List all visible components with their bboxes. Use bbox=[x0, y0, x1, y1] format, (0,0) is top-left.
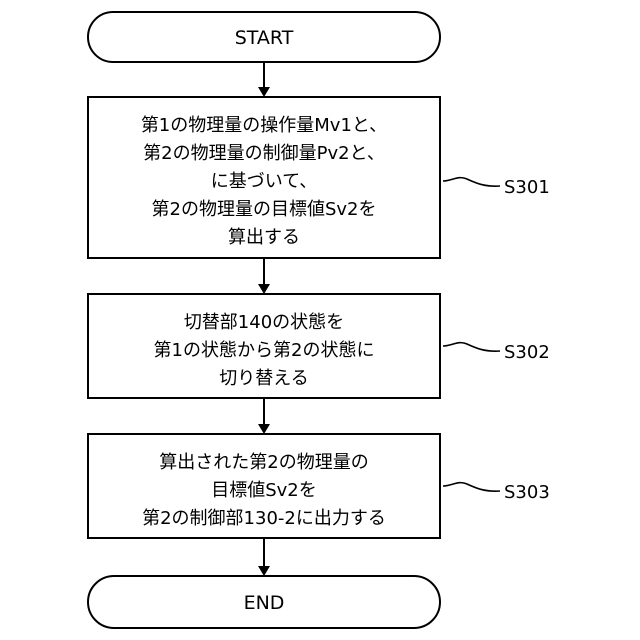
step-label-s303-group: S303 bbox=[443, 482, 550, 503]
s301-text-line-2: 第2の物理量の制御量Pv2と、 bbox=[143, 143, 385, 164]
process-box-s302: 切替部140の状態を 第1の状態から第2の状態に 切り替える bbox=[88, 294, 440, 398]
step-label-s302: S302 bbox=[504, 342, 550, 363]
step-label-s301: S301 bbox=[504, 177, 550, 198]
step-label-s302-group: S302 bbox=[443, 342, 550, 363]
s302-text-line-1: 切替部140の状態を bbox=[184, 312, 344, 333]
s301-text-line-3: に基づいて、 bbox=[211, 171, 318, 192]
connector-s303-to-end bbox=[258, 538, 270, 576]
s301-text-line-5: 算出する bbox=[228, 227, 300, 248]
connector-s302-to-s303 bbox=[258, 398, 270, 434]
step-label-s301-group: S301 bbox=[443, 177, 550, 198]
start-label: START bbox=[235, 27, 294, 49]
process-box-s303: 算出された第2の物理量の 目標値Sv2を 第2の制御部130-2に出力する bbox=[88, 434, 440, 538]
leader-line-s301 bbox=[443, 178, 500, 187]
connector-s301-to-s302 bbox=[258, 258, 270, 294]
s301-text-line-1: 第1の物理量の操作量Mv1と、 bbox=[141, 115, 387, 136]
leader-line-s302 bbox=[443, 343, 500, 352]
start-terminal: START bbox=[88, 12, 440, 62]
end-label: END bbox=[244, 592, 285, 614]
s301-text-line-4: 第2の物理量の目標値Sv2を bbox=[152, 199, 377, 220]
connector-start-to-s301 bbox=[258, 62, 270, 97]
end-terminal: END bbox=[88, 576, 440, 628]
s303-text-line-2: 目標値Sv2を bbox=[211, 480, 317, 501]
process-box-s301: 第1の物理量の操作量Mv1と、 第2の物理量の制御量Pv2と、 に基づいて、 第… bbox=[88, 97, 440, 258]
s303-text-line-3: 第2の制御部130-2に出力する bbox=[142, 508, 386, 529]
s302-text-line-2: 第1の状態から第2の状態に bbox=[154, 340, 375, 361]
s302-text-line-3: 切り替える bbox=[219, 368, 308, 389]
s303-text-line-1: 算出された第2の物理量の bbox=[159, 452, 368, 473]
step-label-s303: S303 bbox=[504, 482, 550, 503]
leader-line-s303 bbox=[443, 483, 500, 492]
